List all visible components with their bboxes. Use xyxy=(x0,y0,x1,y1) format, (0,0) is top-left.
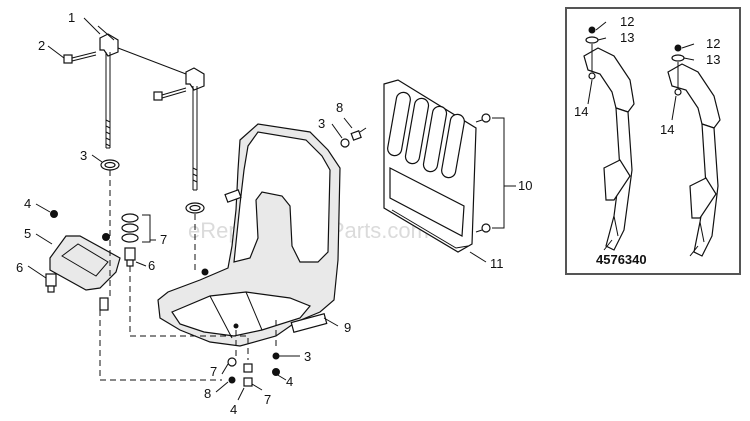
callout-11: 11 xyxy=(490,256,504,271)
screw-8-top xyxy=(350,127,367,141)
callout-8-bottom: 8 xyxy=(204,386,211,401)
screw-8-bottom xyxy=(228,376,236,384)
bolt-2-right xyxy=(153,87,187,101)
callout-3-top: 3 xyxy=(318,116,325,131)
callout-4-left: 4 xyxy=(24,196,31,211)
inset-part-number: 4576340 xyxy=(596,252,647,267)
callout-12-right: 12 xyxy=(706,36,720,51)
nut-4-left xyxy=(50,210,58,218)
inset-strap-panel: 12 13 12 13 14 14 4576340 xyxy=(565,7,741,275)
nut-4-bottom xyxy=(272,368,280,376)
callout-13-left: 13 xyxy=(620,30,634,45)
frame-rod-right xyxy=(185,67,205,191)
pad-screw-top xyxy=(475,113,491,123)
nut-3-top xyxy=(340,138,350,148)
shoulder-strap-left xyxy=(583,26,635,251)
bumper-6-left xyxy=(45,273,57,293)
pad-screw-bottom xyxy=(475,223,491,233)
bracket-10 xyxy=(492,117,505,229)
washer-3-right-hole xyxy=(189,204,201,212)
callout-9: 9 xyxy=(344,320,351,335)
callout-2: 2 xyxy=(38,38,45,53)
grommets-7-stack xyxy=(121,213,139,243)
callout-3-bottom: 3 xyxy=(304,349,311,364)
callout-8-top: 8 xyxy=(336,100,343,115)
callout-5: 5 xyxy=(24,226,31,241)
shoulder-strap-right xyxy=(667,44,721,257)
callout-7-bottom-right: 7 xyxy=(264,392,271,407)
nut-4-mid xyxy=(102,233,110,241)
callout-7-bottom-left: 7 xyxy=(210,364,217,379)
callout-13-right: 13 xyxy=(706,52,720,67)
bracket-7 xyxy=(142,214,151,243)
back-pad xyxy=(383,79,477,253)
callout-4-bottom: 4 xyxy=(230,402,237,417)
alignment-lines xyxy=(99,170,277,381)
callout-3-washer: 3 xyxy=(80,148,87,163)
callout-4-bottom-right: 4 xyxy=(286,374,293,389)
callout-1: 1 xyxy=(68,10,75,25)
leader-lines xyxy=(27,17,516,401)
bumper-post xyxy=(99,297,109,311)
backpack-frame xyxy=(157,123,341,347)
bolt-2-left xyxy=(63,51,97,64)
grommet-7-bottom-c xyxy=(243,377,253,387)
callout-7-grommets: 7 xyxy=(160,232,167,247)
callout-14-left: 14 xyxy=(574,104,588,119)
bumper-6-right xyxy=(124,247,136,267)
frame-rod-left xyxy=(99,33,119,149)
washer-3-left-hole xyxy=(104,161,116,169)
callout-10: 10 xyxy=(518,178,532,193)
callout-6-right: 6 xyxy=(148,258,155,273)
grommet-7-bottom-a xyxy=(227,357,237,367)
callout-14-right: 14 xyxy=(660,122,674,137)
grommet-7-bottom-b xyxy=(243,363,253,373)
mount-bracket xyxy=(49,235,121,291)
callout-6-left: 6 xyxy=(16,260,23,275)
callout-12-left: 12 xyxy=(620,14,634,29)
